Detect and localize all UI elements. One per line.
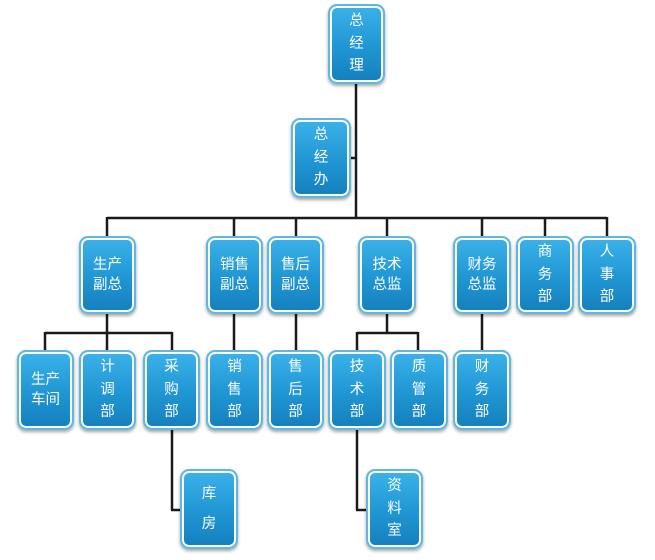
- node-production-workshop[interactable]: 生产 车间: [17, 350, 74, 430]
- node-finance-dept[interactable]: 财 务 部: [453, 350, 511, 430]
- node-label: 计: [100, 359, 115, 376]
- node-label: 部: [288, 404, 303, 421]
- node-label: 售: [227, 381, 242, 398]
- node-label: 售后: [281, 256, 310, 273]
- node-label: 部: [349, 404, 365, 421]
- node-label: 部: [100, 404, 115, 421]
- node-qc-dept[interactable]: 质 管 部: [390, 350, 448, 430]
- node-label: 部: [164, 404, 179, 421]
- node-sales-dept[interactable]: 销 售 部: [206, 350, 263, 430]
- node-label: 售: [288, 359, 303, 376]
- node-label: 资: [387, 478, 402, 495]
- node-label: 购: [164, 381, 179, 398]
- node-purchasing-dept[interactable]: 采 购 部: [143, 350, 200, 430]
- node-sales-vp[interactable]: 销售 副总: [206, 236, 263, 314]
- node-general-manager[interactable]: 总 经 理: [328, 4, 385, 84]
- node-label: 总: [349, 13, 364, 30]
- node-aftersales-vp[interactable]: 售后 副总: [267, 236, 324, 314]
- node-label: 财务: [467, 256, 497, 273]
- node-label: 料: [387, 500, 402, 517]
- node-label: 务: [537, 266, 553, 283]
- node-label: 生产: [93, 256, 122, 273]
- node-warehouse[interactable]: 库 房: [180, 469, 238, 549]
- node-commerce-dept[interactable]: 商 务 部: [516, 236, 574, 314]
- node-label: 商: [537, 244, 553, 261]
- node-label: 副总: [220, 277, 249, 293]
- node-label: 总监: [467, 277, 497, 293]
- node-label: 室: [387, 523, 402, 540]
- node-label: 部: [411, 404, 427, 421]
- node-label: 经: [349, 35, 364, 52]
- node-planning-dept[interactable]: 计 调 部: [79, 350, 136, 430]
- node-label: 部: [537, 289, 553, 306]
- node-label: 部: [599, 289, 615, 306]
- node-aftersales-dept[interactable]: 售 后 部: [267, 350, 324, 430]
- node-label: 技: [349, 359, 365, 376]
- node-label: 理: [349, 58, 364, 75]
- node-label: 库: [201, 485, 217, 502]
- node-label: 总: [313, 127, 329, 144]
- node-tech-dept[interactable]: 技 术 部: [328, 350, 386, 430]
- node-label: 务: [474, 381, 490, 398]
- node-label: 销售: [220, 256, 249, 273]
- node-label: 财: [474, 359, 490, 376]
- node-label: 技术: [372, 256, 402, 273]
- node-label: 部: [474, 404, 490, 421]
- node-label: 房: [201, 516, 217, 532]
- node-archive-room[interactable]: 资 料 室: [366, 469, 423, 549]
- node-label: 总监: [372, 277, 402, 293]
- node-label: 人: [599, 244, 615, 261]
- node-label: 事: [599, 266, 615, 283]
- node-label: 车间: [31, 392, 60, 408]
- node-label: 术: [349, 381, 365, 398]
- node-label: 生产: [31, 371, 60, 388]
- node-tech-director[interactable]: 技术 总监: [358, 236, 416, 314]
- node-label: 后: [288, 381, 303, 398]
- node-label: 部: [227, 404, 242, 421]
- node-label: 销: [227, 359, 242, 376]
- node-production-vp[interactable]: 生产 副总: [79, 236, 136, 314]
- node-hr-dept[interactable]: 人 事 部: [578, 236, 636, 314]
- node-label: 经: [313, 149, 329, 166]
- node-label: 调: [100, 381, 115, 398]
- node-finance-director[interactable]: 财务 总监: [453, 236, 511, 314]
- node-label: 办: [313, 172, 329, 189]
- node-label: 副总: [281, 277, 310, 293]
- node-label: 副总: [93, 277, 122, 293]
- node-gm-office[interactable]: 总 经 办: [291, 118, 351, 198]
- node-label: 管: [411, 381, 427, 398]
- node-label: 质: [411, 359, 427, 376]
- node-label: 采: [164, 359, 179, 376]
